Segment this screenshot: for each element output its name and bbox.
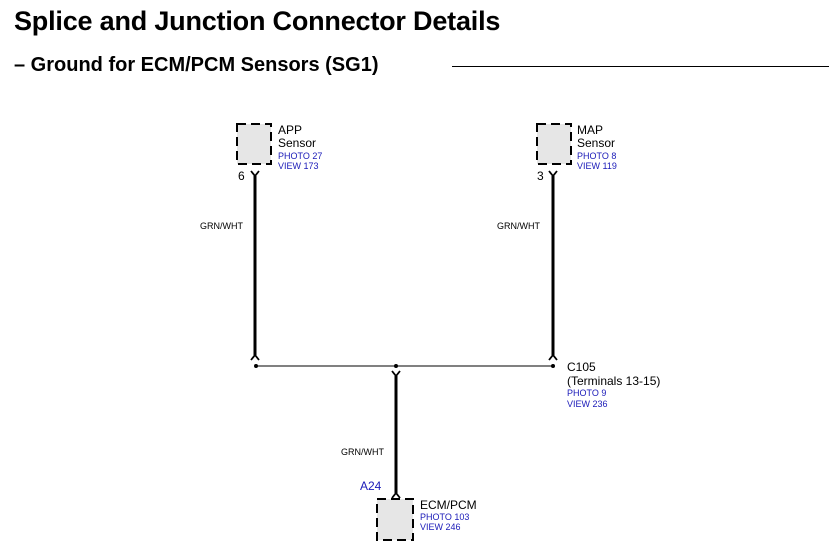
ecm-wire-color: GRN/WHT	[341, 447, 384, 457]
ecm-pcm-name: ECM/PCM	[420, 498, 477, 512]
ecm-pcm-photo-link[interactable]: PHOTO 103	[420, 512, 469, 522]
map-sensor-name-line2: Sensor	[577, 136, 615, 150]
ecm-connector-symbol	[391, 491, 401, 499]
map-sensor-name-line1: MAP	[577, 123, 603, 137]
ecm-pin: A24	[360, 479, 382, 493]
app-sensor[interactable]	[236, 123, 272, 165]
ecm-pcm[interactable]	[376, 498, 414, 541]
map-sensor-box[interactable]	[536, 123, 572, 165]
ecm-c105-connector-symbol	[391, 370, 401, 378]
c105-view-link[interactable]: VIEW 236	[567, 399, 608, 409]
page-title: Splice and Junction Connector Details	[14, 6, 501, 36]
ecm-pcm-box[interactable]	[376, 498, 414, 541]
c105-splice-dot	[394, 364, 398, 368]
app-sensor-photo-link[interactable]: PHOTO 27	[278, 151, 322, 161]
app-c105-connector-symbol	[250, 353, 260, 361]
subtitle-rule	[452, 66, 829, 67]
section-subtitle: – Ground for ECM/PCM Sensors (SG1)	[14, 54, 379, 76]
app-sensor-pin: 6	[238, 169, 245, 183]
app-wire-color: GRN/WHT	[200, 221, 243, 231]
map-sensor[interactable]	[536, 123, 572, 165]
app-sensor-name-line1: APP	[278, 123, 302, 137]
c105-terminal-dot	[254, 364, 258, 368]
app-sensor-name-line2: Sensor	[278, 136, 316, 150]
c105-terminals: (Terminals 13-15)	[567, 374, 660, 388]
map-sensor-photo-link[interactable]: PHOTO 8	[577, 151, 616, 161]
map-c105-connector-symbol	[548, 353, 558, 361]
app-connector-symbol	[250, 170, 260, 178]
map-connector-symbol	[548, 170, 558, 178]
map-sensor-view-link[interactable]: VIEW 119	[577, 161, 617, 171]
ecm-pcm-view-link[interactable]: VIEW 246	[420, 522, 461, 532]
c105-name: C105	[567, 360, 596, 374]
map-wire-color: GRN/WHT	[497, 221, 540, 231]
c105-photo-link[interactable]: PHOTO 9	[567, 388, 606, 398]
c105-terminal-dot	[551, 364, 555, 368]
map-sensor-pin: 3	[537, 169, 544, 183]
app-sensor-view-link[interactable]: VIEW 173	[278, 161, 319, 171]
app-sensor-box[interactable]	[236, 123, 272, 165]
